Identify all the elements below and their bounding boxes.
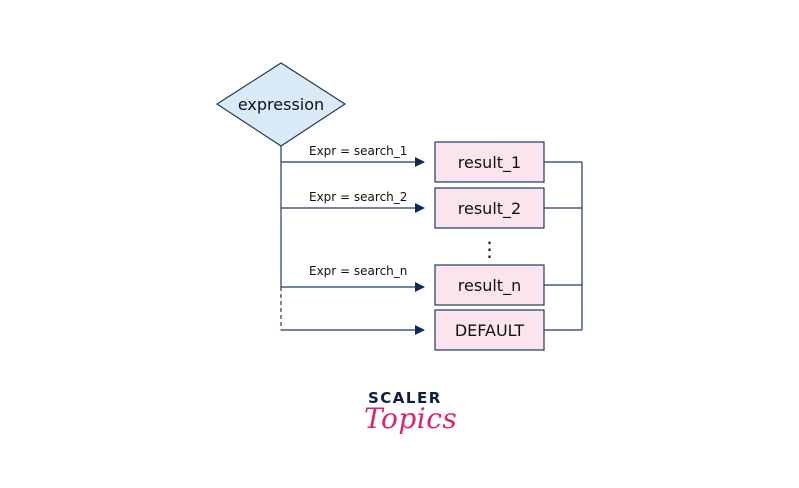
decision-diamond: [215, 62, 347, 147]
result-box-2: [434, 187, 545, 229]
condition-label-n: Expr = search_n: [309, 264, 407, 278]
default-label: DEFAULT: [455, 321, 525, 340]
logo-topics-text: Topics: [364, 402, 458, 435]
result-label-1: result_1: [458, 153, 521, 173]
condition-label-2: Expr = search_2: [309, 190, 407, 204]
result-label-2: result_2: [458, 199, 521, 219]
ellipsis-dots: ⋮: [480, 237, 500, 261]
condition-label-1: Expr = search_1: [309, 144, 407, 158]
decision-label: expression: [238, 95, 324, 114]
result-box-n: [434, 264, 545, 306]
result-label-n: result_n: [458, 276, 521, 296]
logo-scaler-text: SCALER: [368, 389, 442, 407]
